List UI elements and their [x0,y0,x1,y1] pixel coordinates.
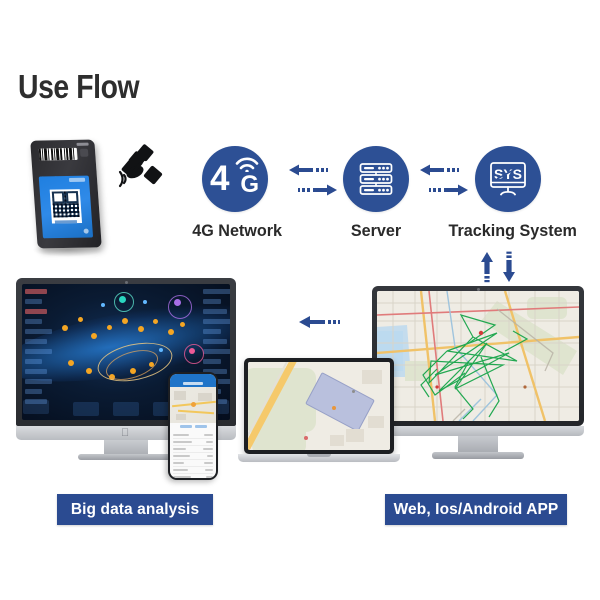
app-action-chips[interactable] [170,423,216,430]
qr-code [49,189,83,224]
monitor-tracking-map[interactable] [372,286,584,468]
flow-node-network-label: 4G Network [192,221,283,240]
laptop-map-view[interactable] [238,358,400,476]
imac-stand-foot [78,454,174,460]
server-tracking-arrows [420,164,468,196]
handheld-device-icon [30,139,110,260]
page-title: Use Flow [18,68,140,105]
laptop-base [238,454,400,462]
app-title-bar [170,379,216,387]
server-rack-icon [343,146,409,212]
list-item [173,446,213,453]
flow-node-server-label: Server [350,221,402,240]
tag-web-ios-android-app-label: Web, Ios/Android APP [393,500,559,518]
tag-big-data-analysis: Big data analysis [57,494,213,525]
monitor-chin [372,426,584,436]
imac-stand-neck [104,440,148,456]
network-server-arrows [289,164,337,196]
device-status-leds [40,167,76,199]
device-power-button[interactable] [79,148,89,157]
list-item [173,439,213,446]
list-item [173,432,213,439]
list-item [173,460,213,467]
laptop-lid [244,358,394,454]
apple-logo-icon:  [121,428,129,439]
device-brand-mark [68,177,86,182]
webcam-icon [476,288,480,291]
4g-wifi-icon: 4 G [202,146,268,212]
device-screen-indicator [83,228,89,234]
street-map [377,291,579,421]
phone-screen [170,374,216,478]
device-screen [38,175,94,239]
monitor-bezel [372,286,584,426]
clients-bigdata-arrow [299,316,340,328]
sys-monitor-icon: SYS [475,146,541,212]
imac-bezel [16,278,236,426]
list-item [173,467,213,474]
laptop-screen [248,362,390,450]
4g-letter: G [240,171,259,198]
app-detail-list [170,430,216,478]
monitor-stand-foot [432,452,524,459]
big-data-dashboard-screen [22,284,230,420]
flow-node-network[interactable]: 4 G 4G Network [190,146,283,241]
list-item [173,474,213,478]
dashboard-left-panel [22,284,52,420]
device-top-label [76,142,89,146]
webcam-icon [124,280,128,284]
list-item [173,453,213,460]
barcode-strip [38,147,78,161]
flow-node-server[interactable]: Server [338,146,414,241]
satellite-icon [118,144,163,188]
tag-big-data-analysis-label: Big data analysis [70,500,200,518]
tracking-map-screen [377,291,579,421]
wifi-icon [235,157,259,172]
laptop-notch [307,454,331,457]
smartphone-app[interactable] [168,372,218,480]
tag-web-ios-android-app: Web, Ios/Android APP [385,494,567,525]
dashboard-metric-cards [73,402,179,416]
4g-digit: 4 [210,159,230,198]
flow-node-tracking[interactable]: SYS Tracking System [449,146,577,241]
app-map-view [170,387,216,423]
tracking-clients-arrows [481,251,515,283]
monitor-stand-neck [458,436,498,454]
flow-node-tracking-label: Tracking System [448,221,577,240]
phone-status-bar [170,374,216,379]
device-body [30,139,102,249]
